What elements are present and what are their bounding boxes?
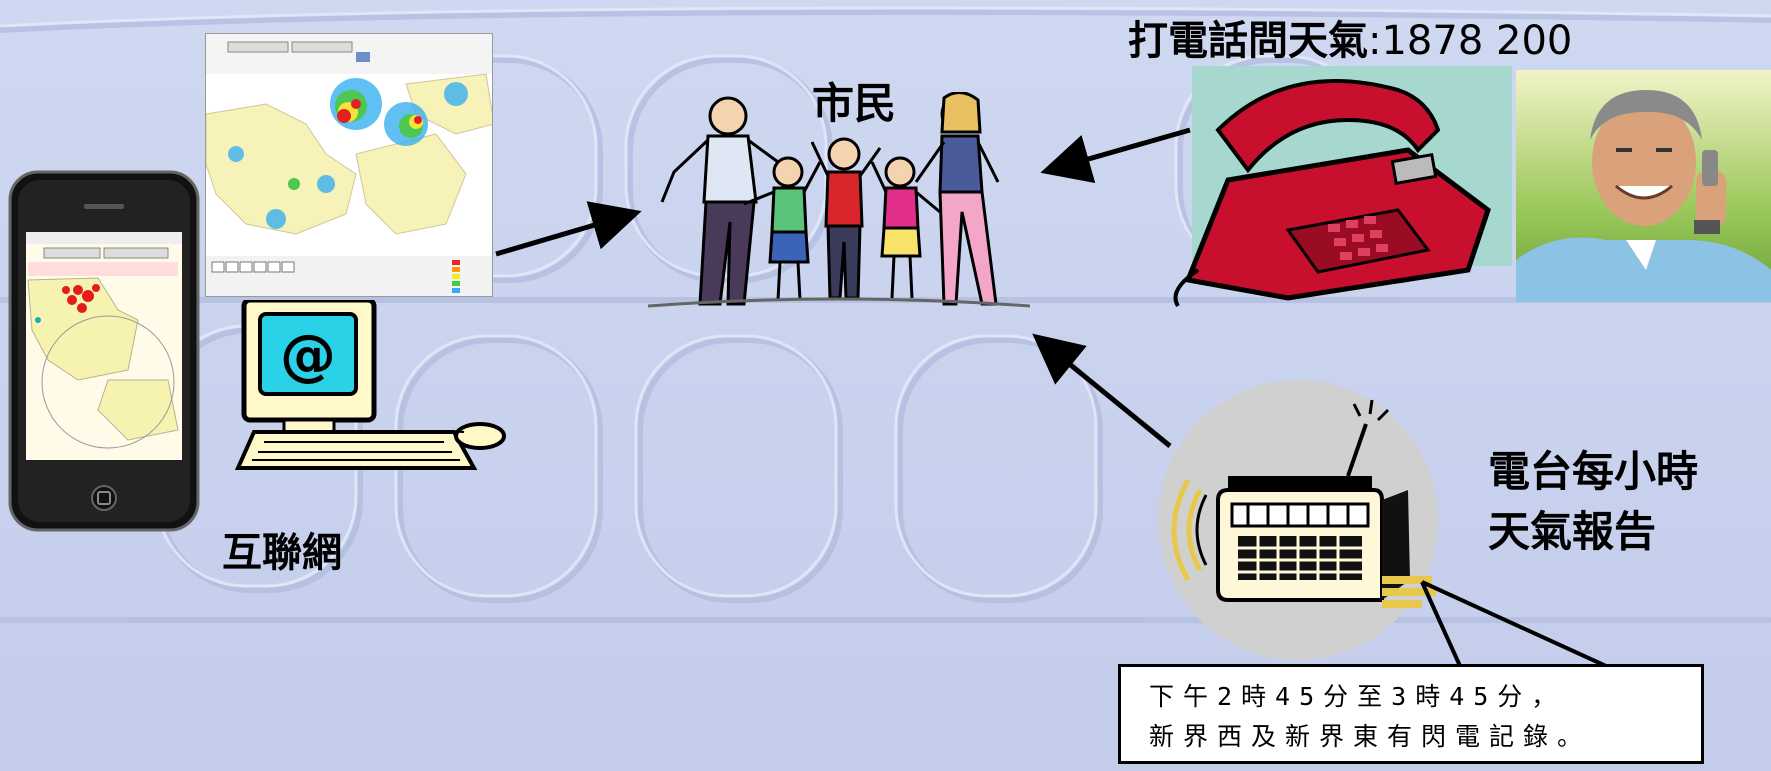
radio-report-label: 電台每小時天氣報告 (1488, 442, 1698, 562)
phone-hotline-number: :1878 200 (1368, 18, 1573, 64)
man-on-phone-photo (1516, 70, 1771, 302)
radio-icon (1158, 380, 1438, 660)
internet-label: 互聯網 (222, 529, 342, 576)
radar-web-screenshot (205, 33, 493, 297)
telephone-icon (1173, 66, 1512, 308)
smartphone-icon (8, 170, 200, 532)
citizens-label: 市民 (812, 79, 897, 128)
radio-broadcast-line2: 新界西及新界東有閃電記錄。 (1149, 722, 1592, 751)
radio-report-label-line2: 天氣報告 (1488, 507, 1657, 556)
radio-broadcast-line1: 下午2時45分至3時45分， (1149, 682, 1566, 711)
man-on-phone-image (1516, 70, 1771, 302)
computer-icon: @ (234, 300, 506, 470)
phone-hotline-prefix: 打電話問天氣 (1128, 17, 1368, 64)
radar-map-image (206, 34, 492, 296)
radio-broadcast-callout: 下午2時45分至3時45分， 新界西及新界東有閃電記錄。 (1118, 664, 1704, 764)
svg-text:@: @ (280, 323, 336, 388)
radio-report-label-line1: 電台每小時 (1488, 447, 1699, 496)
phone-hotline-heading: 打電話問天氣:1878 200 (1128, 8, 1572, 66)
family-citizens-illustration (648, 92, 1030, 308)
